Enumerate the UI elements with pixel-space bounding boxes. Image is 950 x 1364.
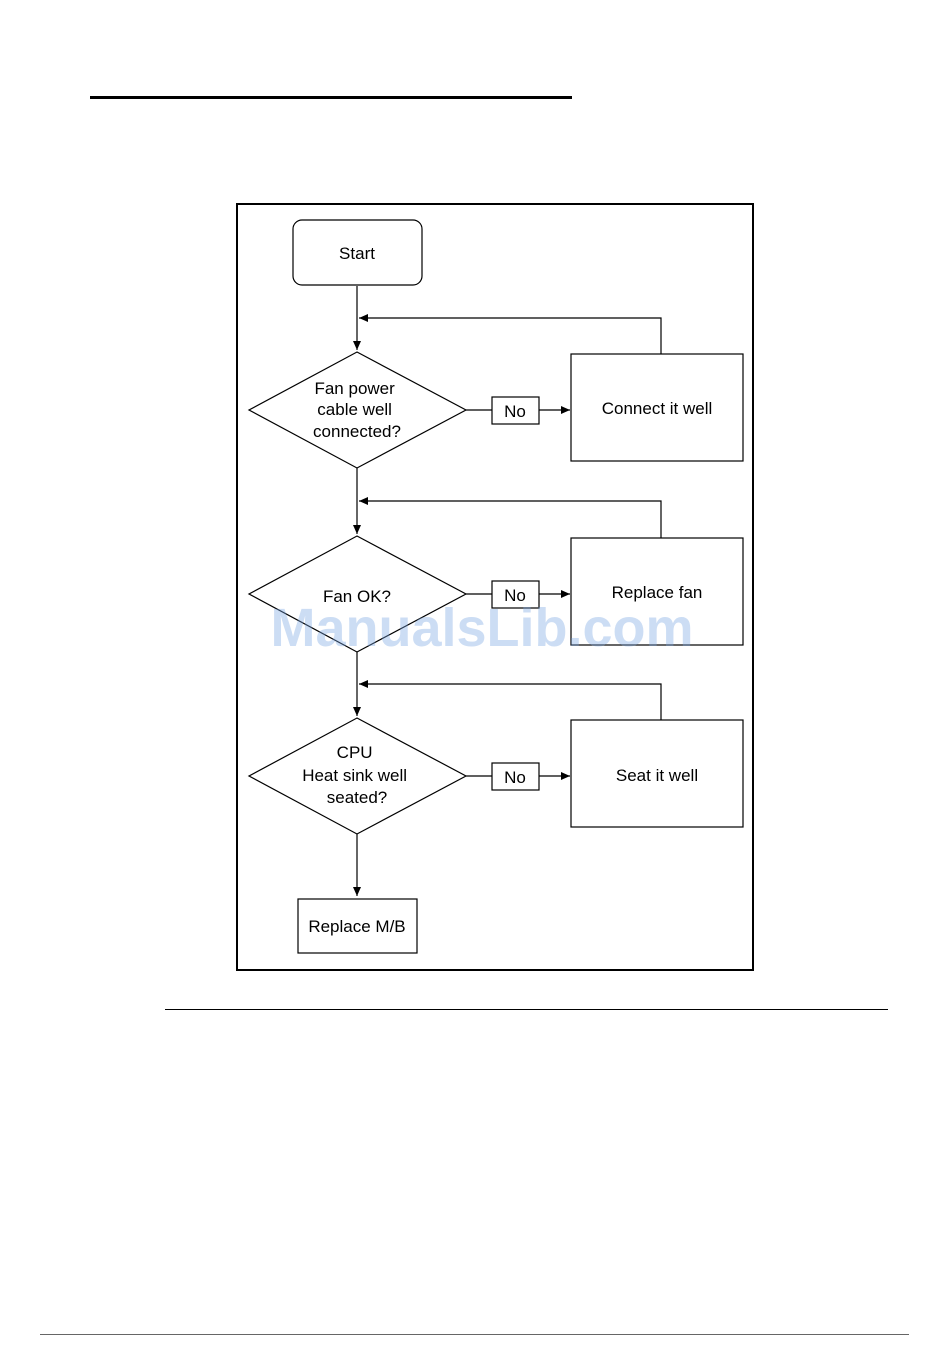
start-node: Start: [293, 220, 422, 285]
start-label: Start: [339, 244, 375, 263]
no-label: No: [504, 402, 526, 421]
decision-3-line-3: seated?: [327, 788, 388, 807]
action-1-label: Connect it well: [602, 399, 713, 418]
no-branch-1: No: [466, 397, 570, 424]
action-3-label: Seat it well: [616, 766, 698, 785]
return-arrow-3: [359, 684, 661, 720]
action-seat-it-well: Seat it well: [571, 720, 743, 827]
end-label: Replace M/B: [308, 917, 405, 936]
decision-1-line-3: connected?: [313, 422, 401, 441]
no-label: No: [504, 768, 526, 787]
no-branch-2: No: [466, 581, 570, 608]
decision-heat-sink: CPU Heat sink well seated?: [249, 718, 466, 834]
footer-rule: [40, 1334, 909, 1335]
no-label: No: [504, 586, 526, 605]
action-connect-it-well: Connect it well: [571, 354, 743, 461]
section-rule: [165, 1009, 888, 1010]
decision-1-line-1: Fan power: [314, 379, 395, 398]
return-arrow-1: [359, 318, 661, 354]
decision-fan-ok: Fan OK?: [249, 536, 466, 652]
end-node-replace-mb: Replace M/B: [298, 899, 417, 953]
decision-fan-power-cable: Fan power cable well connected?: [249, 352, 466, 468]
return-arrow-2: [359, 501, 661, 538]
decision-2-label: Fan OK?: [323, 587, 391, 606]
no-branch-3: No: [466, 763, 570, 790]
decision-1-line-2: cable well: [317, 400, 392, 419]
action-2-label: Replace fan: [612, 583, 703, 602]
decision-3-line-1: CPU: [337, 743, 373, 762]
decision-3-line-2: Heat sink well: [302, 766, 407, 785]
svg-text:Fan power cable well: Fan power cable well connected?: [313, 379, 401, 441]
action-replace-fan: Replace fan: [571, 538, 743, 645]
